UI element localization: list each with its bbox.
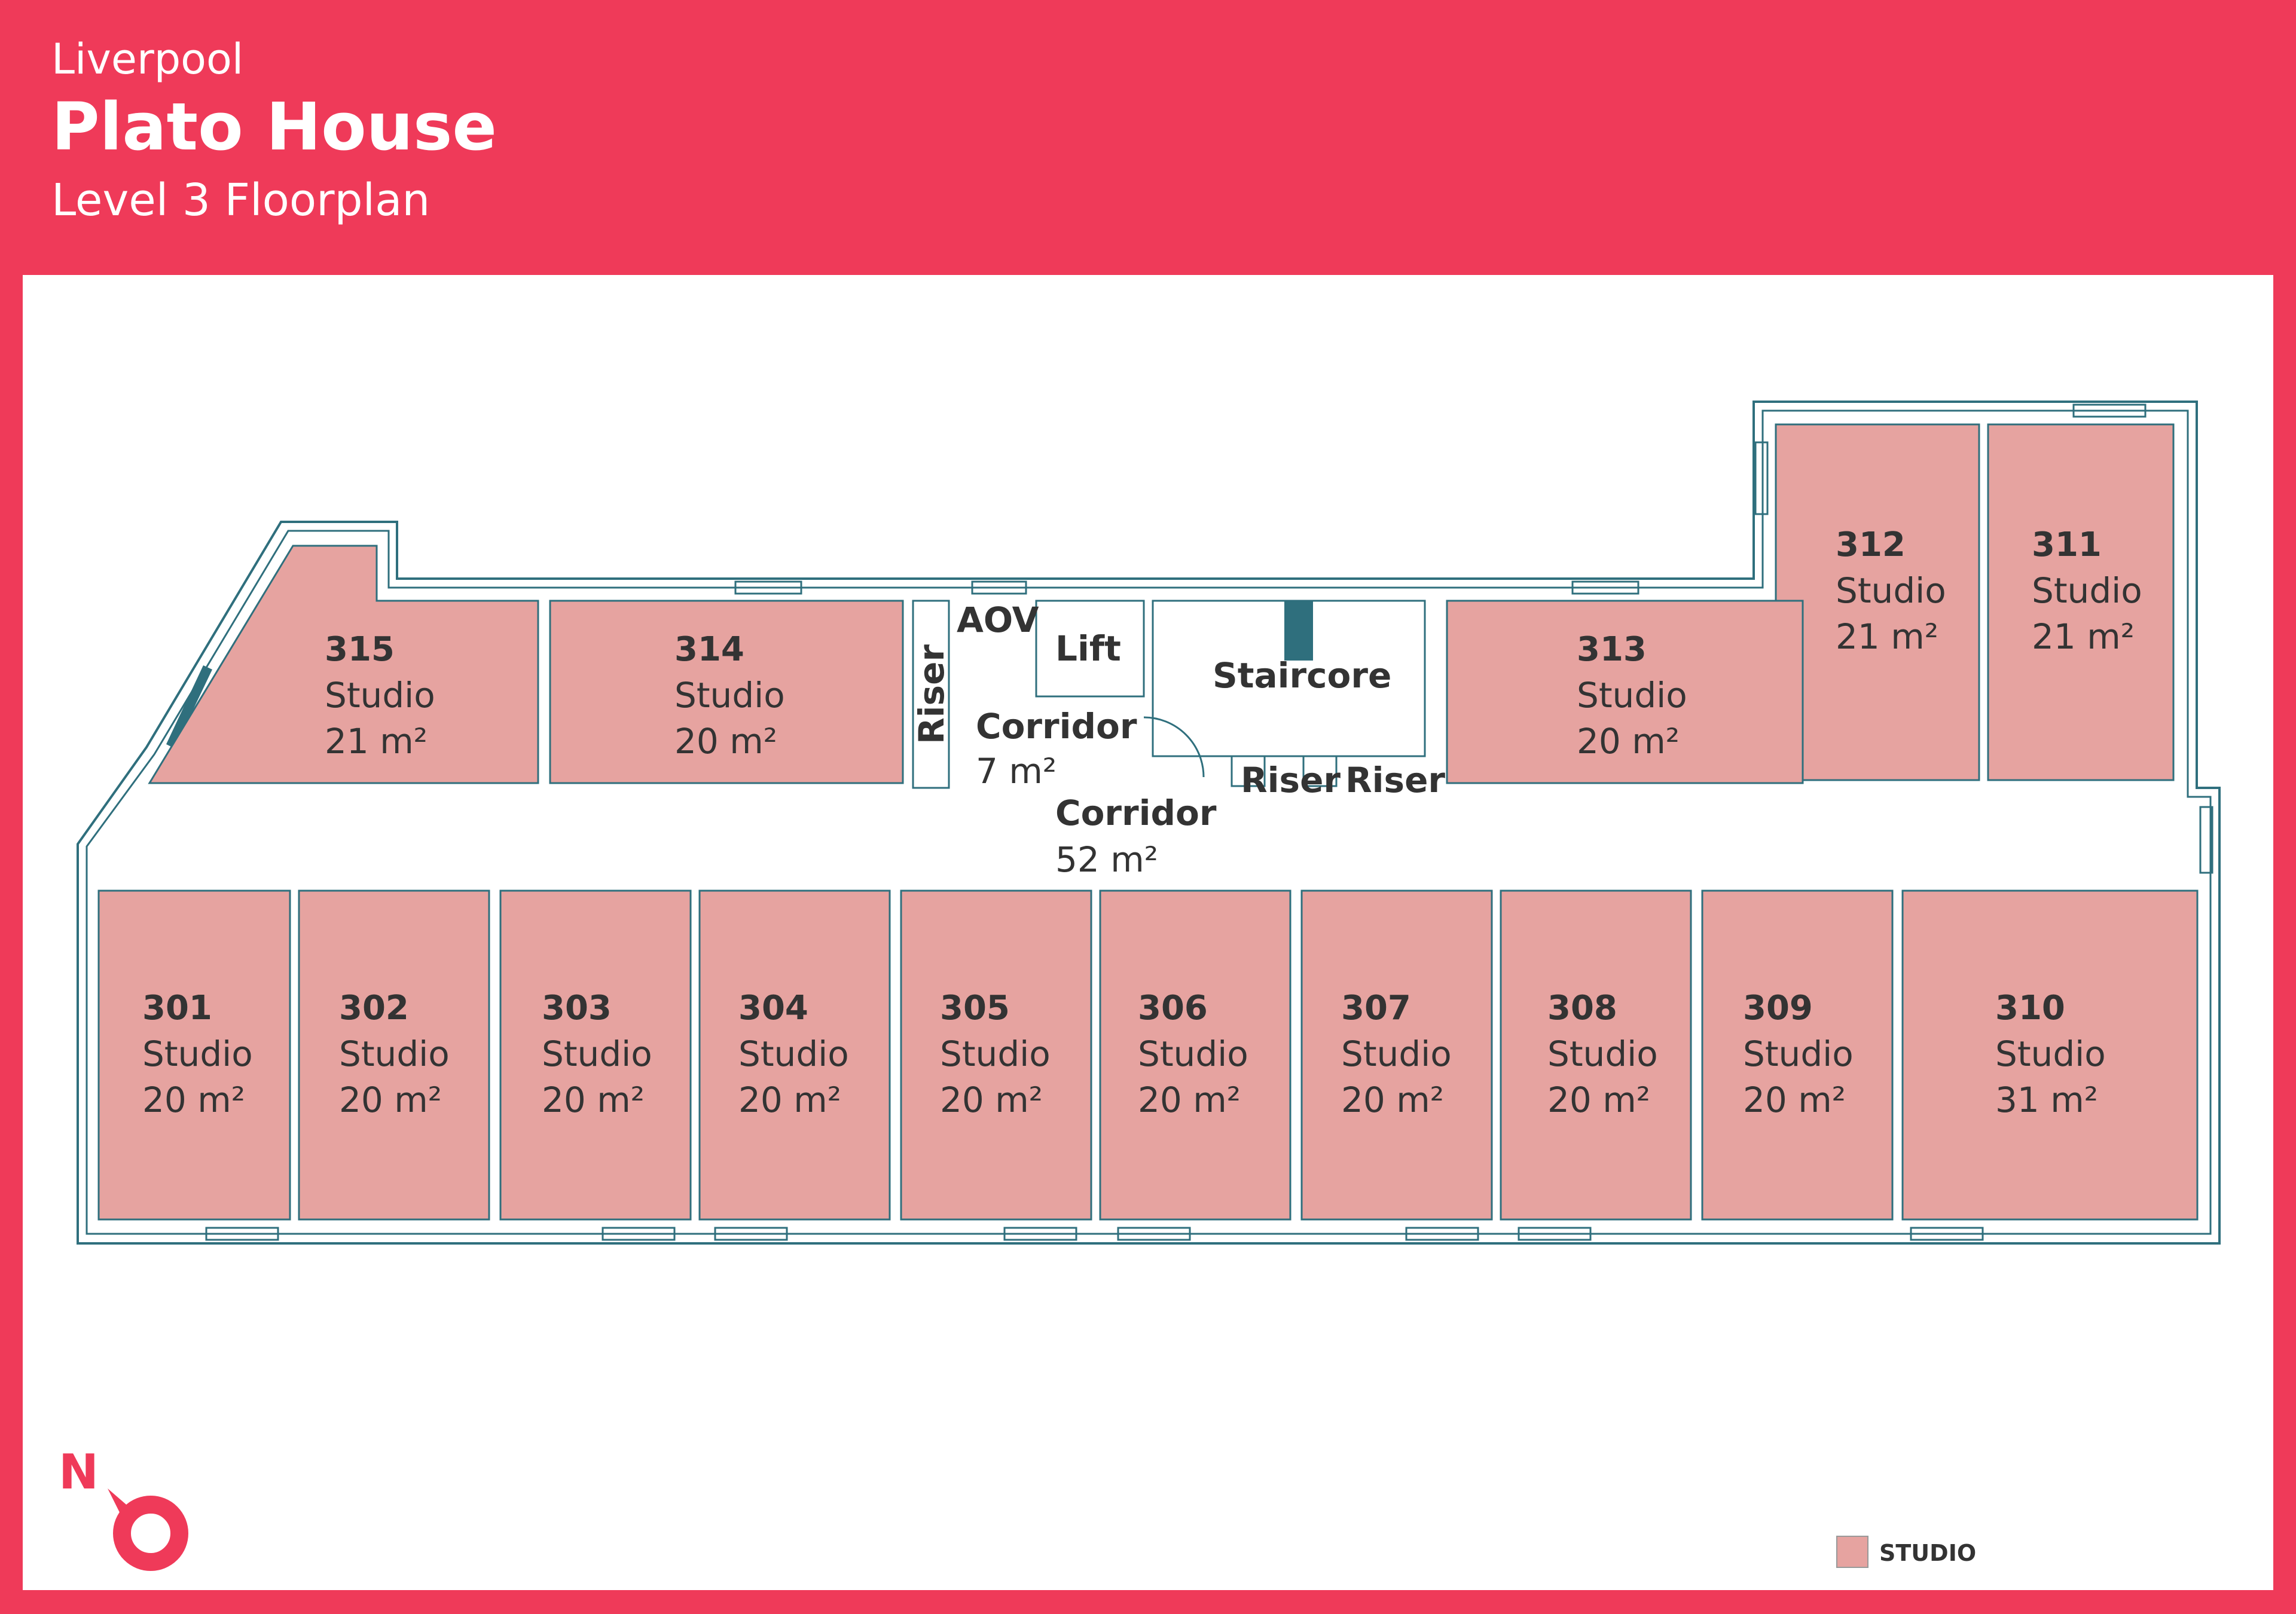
room-315-area[interactable] xyxy=(148,545,539,784)
room-301-type: Studio xyxy=(142,1034,253,1074)
room-302-type: Studio xyxy=(339,1034,450,1074)
room-308-number: 308 xyxy=(1547,989,1617,1028)
room-303-type: Studio xyxy=(542,1034,652,1074)
room-308-size: 20 m² xyxy=(1547,1080,1650,1120)
compass: N xyxy=(59,1444,188,1571)
room-308-type: Studio xyxy=(1547,1034,1658,1074)
room-314-type: Studio xyxy=(674,675,785,716)
lift-label: Lift xyxy=(1055,628,1121,669)
glazing-panel xyxy=(166,665,212,748)
room-312-number: 312 xyxy=(1836,525,1906,564)
room-301-number: 301 xyxy=(142,989,212,1028)
aov-label: AOV xyxy=(957,600,1039,640)
room-311-area[interactable] xyxy=(1987,423,2175,781)
corridor-main-area: 52 m² xyxy=(1055,839,1158,880)
room-305-number: 305 xyxy=(940,989,1010,1028)
room-307-size: 20 m² xyxy=(1341,1080,1444,1120)
room-302-size: 20 m² xyxy=(339,1080,442,1120)
room-314-number: 314 xyxy=(674,630,744,669)
room-313-number: 313 xyxy=(1577,630,1647,669)
riser-label-1: Riser xyxy=(1241,760,1341,800)
legend: STUDIO xyxy=(1836,1536,1976,1568)
room-310-type: Studio xyxy=(1995,1034,2106,1074)
staircore-label: Staircore xyxy=(1213,655,1391,696)
room-shapes xyxy=(97,423,2199,1221)
room-312-type: Studio xyxy=(1836,570,1946,611)
building-outline-inner xyxy=(86,409,2212,1235)
room-305-size: 20 m² xyxy=(940,1080,1043,1120)
room-310-size: 31 m² xyxy=(1995,1080,2098,1120)
compass-north-label: N xyxy=(59,1444,99,1500)
room-301-area[interactable] xyxy=(97,889,291,1221)
corridor-small-area: 7 m² xyxy=(976,751,1057,791)
floor-subtitle: Level 3 Floorplan xyxy=(51,175,430,226)
room-311-size: 21 m² xyxy=(2032,616,2135,657)
room-304-area[interactable] xyxy=(698,889,891,1221)
room-309-type: Studio xyxy=(1743,1034,1854,1074)
room-304-type: Studio xyxy=(738,1034,849,1074)
room-302-area[interactable] xyxy=(298,889,490,1221)
riser-vertical-label: Riser xyxy=(911,644,952,744)
room-304-number: 304 xyxy=(738,989,808,1028)
building-outline xyxy=(77,401,2221,1245)
room-305-area[interactable] xyxy=(900,889,1092,1221)
room-314-area[interactable] xyxy=(549,600,904,784)
room-301-size: 20 m² xyxy=(142,1080,245,1120)
room-306-number: 306 xyxy=(1138,989,1208,1028)
room-302-number: 302 xyxy=(339,989,409,1028)
room-307-type: Studio xyxy=(1341,1034,1452,1074)
room-309-size: 20 m² xyxy=(1743,1080,1846,1120)
room-311-number: 311 xyxy=(2032,525,2102,564)
room-309-number: 309 xyxy=(1743,989,1813,1028)
room-315-size: 21 m² xyxy=(325,721,428,762)
legend-label-studio: STUDIO xyxy=(1879,1540,1976,1566)
room-304-size: 20 m² xyxy=(738,1080,841,1120)
room-315-number: 315 xyxy=(325,630,395,669)
room-306-size: 20 m² xyxy=(1138,1080,1241,1120)
room-309-area[interactable] xyxy=(1701,889,1894,1221)
room-303-area[interactable] xyxy=(499,889,692,1221)
corridor-small-name: Corridor xyxy=(976,706,1137,747)
compass-pointer-icon xyxy=(108,1488,139,1528)
room-307-area[interactable] xyxy=(1300,889,1493,1221)
room-306-type: Studio xyxy=(1138,1034,1248,1074)
legend-swatch-studio xyxy=(1836,1536,1868,1568)
corridor-main-name: Corridor xyxy=(1055,793,1217,833)
room-303-size: 20 m² xyxy=(542,1080,645,1120)
room-313-area[interactable] xyxy=(1446,600,1804,784)
building-title: Plato House xyxy=(51,88,497,165)
room-308-area[interactable] xyxy=(1500,889,1692,1221)
room-305-type: Studio xyxy=(940,1034,1051,1074)
room-311-type: Studio xyxy=(2032,570,2142,611)
riser-label-2: Riser xyxy=(1345,760,1445,800)
room-306-area[interactable] xyxy=(1099,889,1292,1221)
room-310-area[interactable] xyxy=(1901,889,2199,1221)
room-313-type: Studio xyxy=(1577,675,1687,716)
room-313-size: 20 m² xyxy=(1577,721,1680,762)
compass-icon xyxy=(113,1496,188,1571)
room-307-number: 307 xyxy=(1341,989,1411,1028)
stair-marker xyxy=(1284,601,1313,661)
room-314-size: 20 m² xyxy=(674,721,777,762)
city-name: Liverpool xyxy=(51,35,244,84)
room-315-type: Studio xyxy=(325,675,435,716)
room-310-number: 310 xyxy=(1995,989,2065,1028)
room-303-number: 303 xyxy=(542,989,612,1028)
room-312-size: 21 m² xyxy=(1836,616,1938,657)
